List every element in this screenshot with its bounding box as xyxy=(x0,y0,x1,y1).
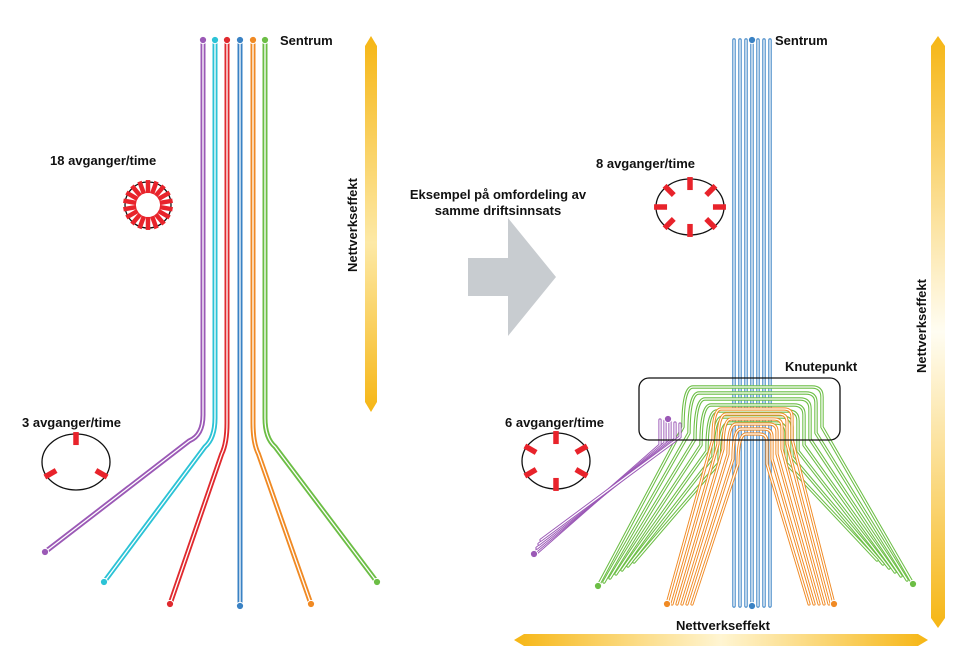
right-green-end-dot xyxy=(593,581,603,591)
redistribution-caption-line1: Eksempel på omfordeling av xyxy=(410,187,587,202)
left-route-start-dot xyxy=(210,35,220,45)
clock-tick xyxy=(137,215,147,230)
clock-tick xyxy=(662,217,676,231)
right-orange-line xyxy=(680,422,821,606)
left-route-start-dot xyxy=(235,35,245,45)
right-green-line xyxy=(596,385,915,588)
clock-tick xyxy=(704,217,718,231)
left-route-start-dot xyxy=(198,35,208,45)
right-network-effect-axis-arrow xyxy=(931,36,945,628)
right-purple-start-dot xyxy=(663,414,673,424)
left-route-line xyxy=(42,37,206,555)
clock-tick xyxy=(130,212,143,226)
right-high-frequency-label: 8 avganger/time xyxy=(596,156,695,171)
clock-tick xyxy=(130,184,143,198)
clock-tick xyxy=(157,209,171,220)
clock-tick xyxy=(149,180,159,195)
redistribution-caption-line2: samme driftsinnsats xyxy=(435,203,561,218)
clock-tick xyxy=(137,180,147,195)
right-orange-line xyxy=(665,407,836,606)
left-route-end-dot xyxy=(40,547,50,557)
left-route-end-dot xyxy=(372,577,382,587)
left-route-line xyxy=(167,37,230,607)
right-green-end-dot xyxy=(908,579,918,589)
hub-label: Knutepunkt xyxy=(785,359,858,374)
right-orange-line xyxy=(685,427,816,606)
right-purple-line xyxy=(539,422,682,542)
clock-tick xyxy=(149,215,159,230)
right-sentrum-label: Sentrum xyxy=(775,33,828,48)
clock-tick xyxy=(159,198,173,206)
right-route-lines xyxy=(529,35,918,611)
clock-tick xyxy=(157,190,171,201)
right-network-effect-vertical-label: Nettverkseffekt xyxy=(914,278,929,373)
clock-18-per-hour-icon xyxy=(123,180,173,230)
clock-tick xyxy=(662,183,676,197)
clock-6-per-hour-icon xyxy=(521,431,591,491)
left-route-end-dot xyxy=(235,601,245,611)
left-low-frequency-label: 3 avganger/time xyxy=(22,415,121,430)
right-purple-end-dot xyxy=(529,549,539,559)
bottom-network-effect-axis-arrow xyxy=(514,634,928,646)
left-route-line xyxy=(262,37,380,585)
clock-tick xyxy=(574,467,589,479)
right-orange-line xyxy=(670,412,831,606)
right-green-line xyxy=(602,391,909,584)
clock-tick xyxy=(123,198,137,206)
clock-tick xyxy=(125,209,139,220)
left-sentrum-label: Sentrum xyxy=(280,33,333,48)
right-orange-end-dot xyxy=(662,599,672,609)
right-orange-end-dot xyxy=(829,599,839,609)
clock-tick xyxy=(123,204,137,212)
left-network-effect-label: Nettverkseffekt xyxy=(345,177,360,272)
clock-tick xyxy=(523,467,538,479)
bottom-network-effect-label: Nettverkseffekt xyxy=(676,618,771,633)
right-trunk-end-dot xyxy=(747,601,757,611)
transition-arrow-icon xyxy=(468,218,556,336)
left-route-end-dot xyxy=(306,599,316,609)
right-trunk-start-dot xyxy=(747,35,757,45)
right-green-line xyxy=(614,403,897,576)
clock-tick xyxy=(574,443,589,455)
left-route-start-dot xyxy=(248,35,258,45)
right-low-frequency-label: 6 avganger/time xyxy=(505,415,604,430)
left-route-end-dot xyxy=(99,577,109,587)
left-route-end-dot xyxy=(165,599,175,609)
clock-tick xyxy=(125,190,139,201)
clock-tick xyxy=(159,204,173,212)
left-route-lines xyxy=(40,35,382,611)
clock-8-per-hour-icon xyxy=(654,177,726,237)
left-network-effect-axis-arrow xyxy=(365,36,377,412)
left-route-line xyxy=(250,37,314,607)
right-green-line xyxy=(608,397,903,580)
clock-3-per-hour-icon xyxy=(41,432,111,491)
clock-tick xyxy=(523,443,538,455)
left-high-frequency-label: 18 avganger/time xyxy=(50,153,156,168)
left-route-start-dot xyxy=(222,35,232,45)
clock-tick xyxy=(94,468,109,480)
clock-tick xyxy=(153,212,166,226)
clock-tick xyxy=(704,183,718,197)
clock-tick xyxy=(43,468,58,480)
hub-knutepunkt-box xyxy=(638,377,841,441)
right-orange-line xyxy=(675,417,826,606)
left-route-line xyxy=(101,37,218,585)
left-route-start-dot xyxy=(260,35,270,45)
clock-tick xyxy=(153,184,166,198)
